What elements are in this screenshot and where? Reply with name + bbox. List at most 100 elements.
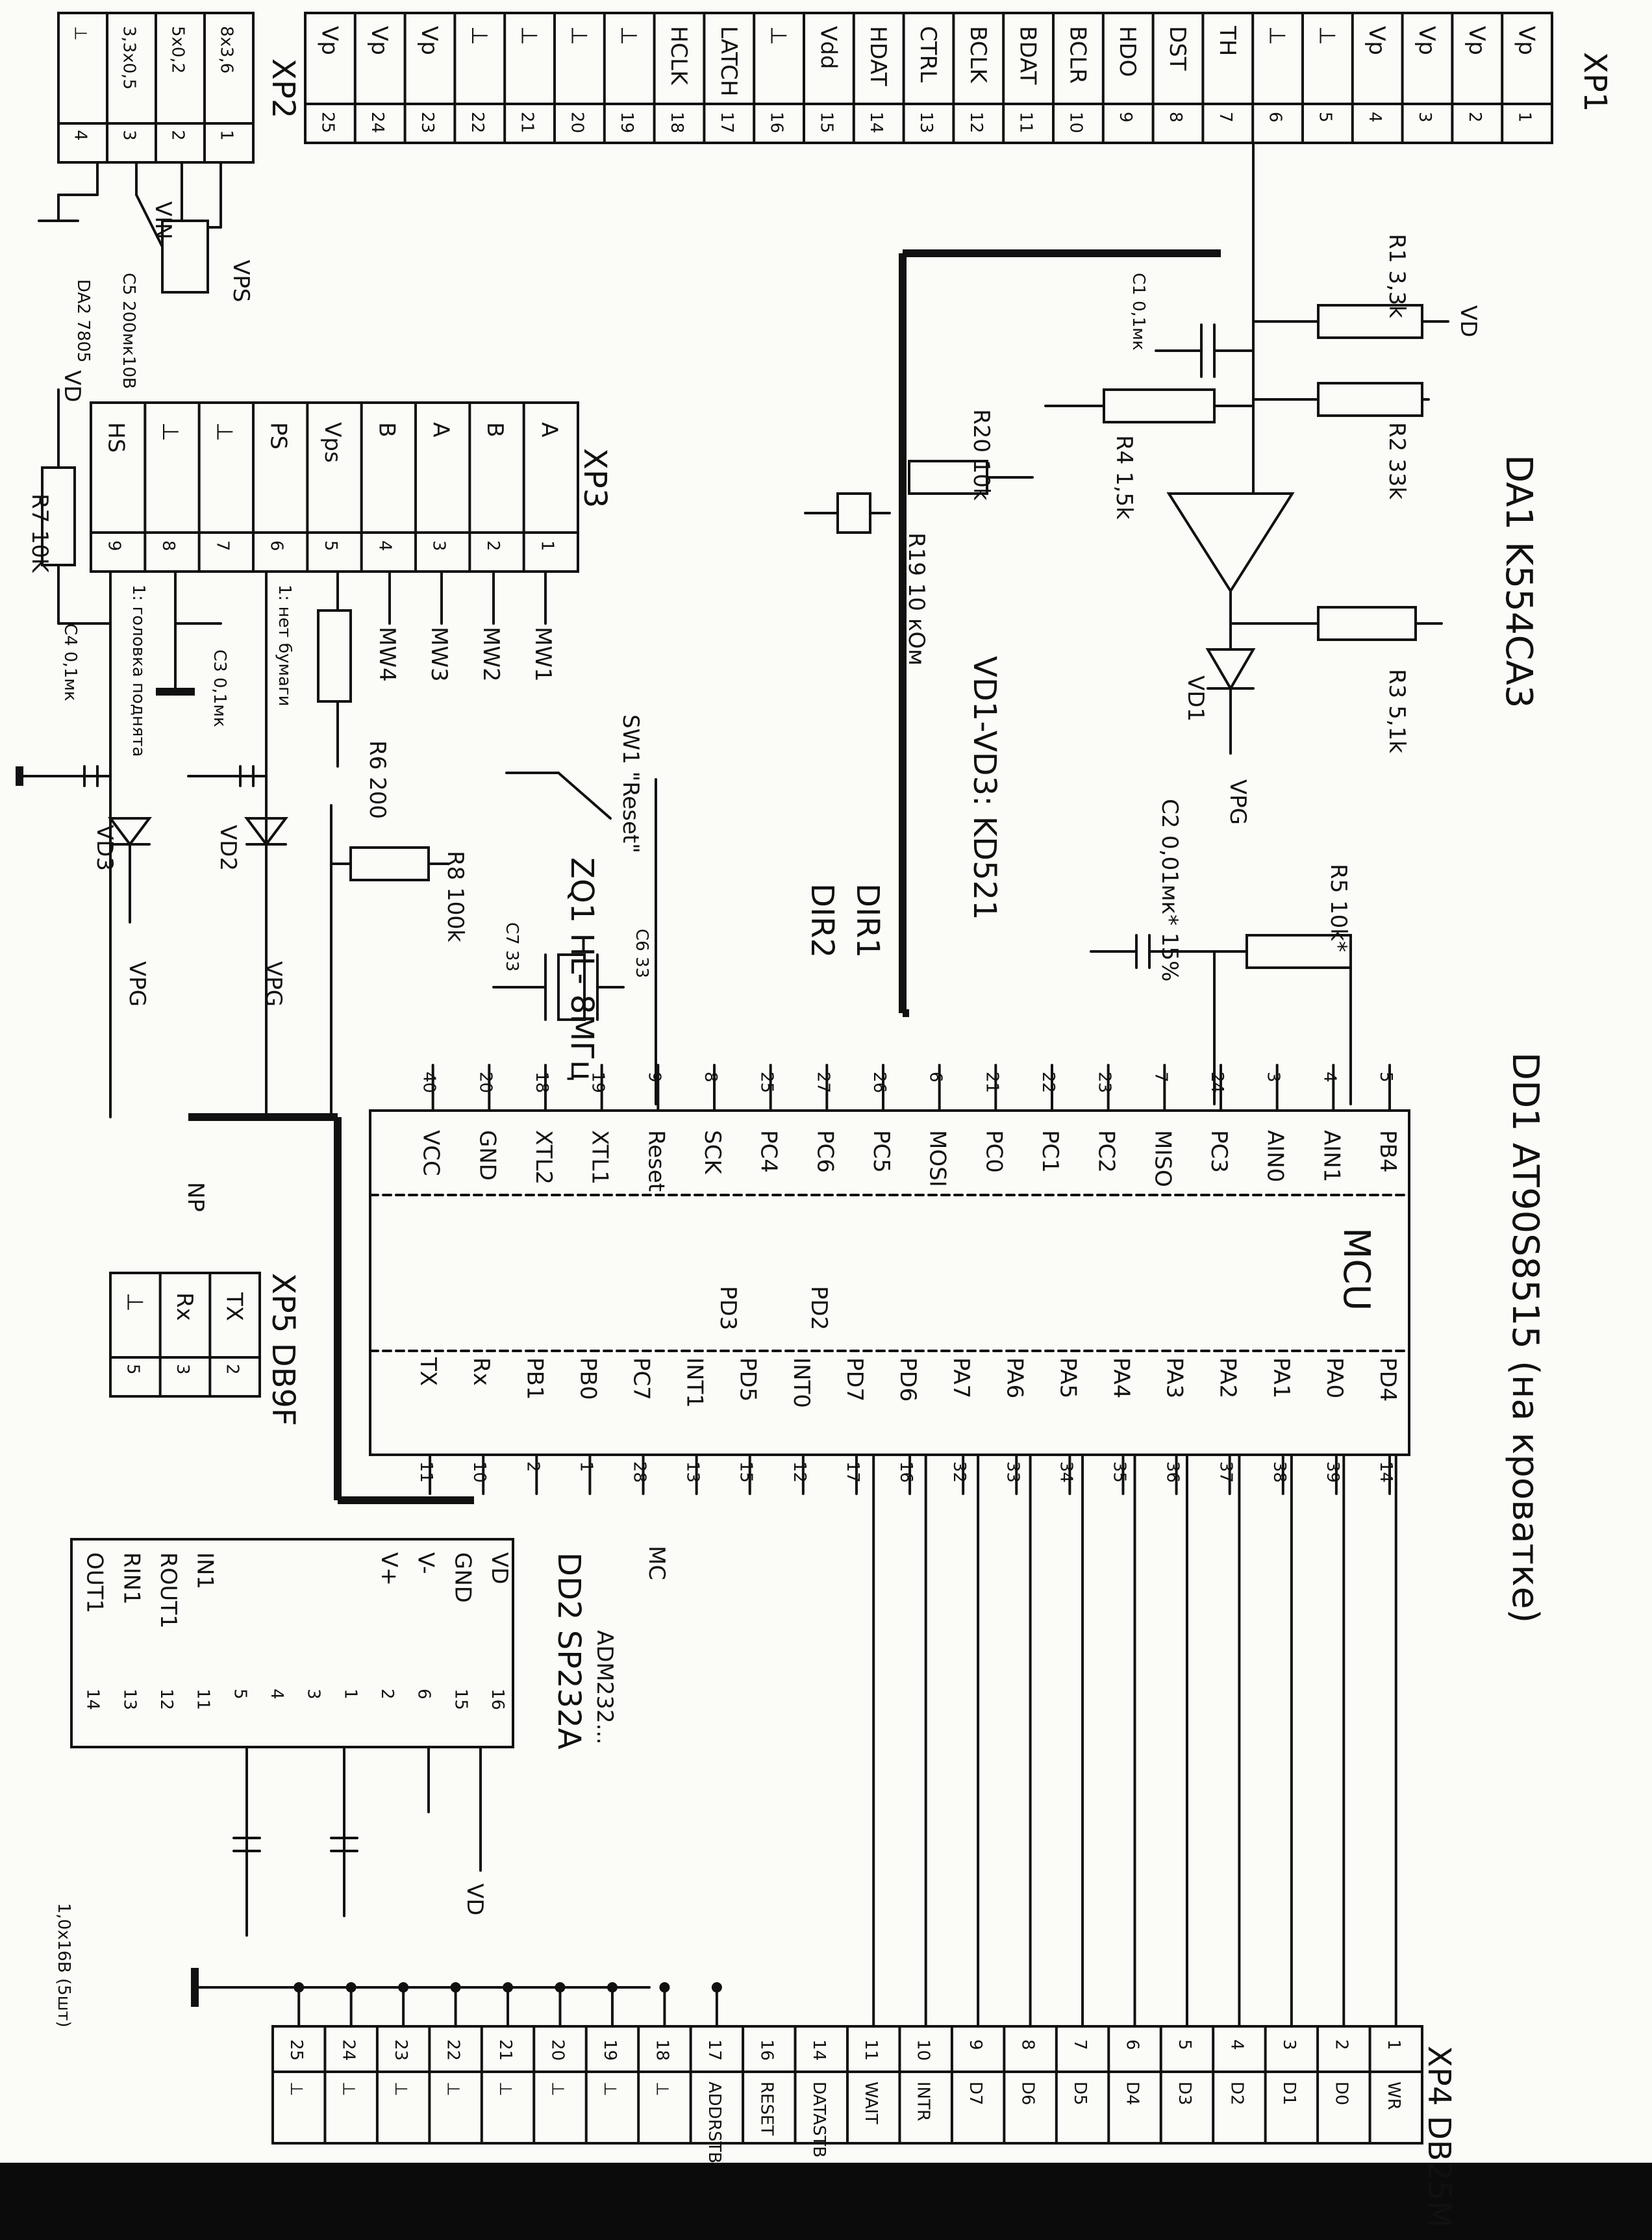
dd2-pinname-3: V- [413,1552,439,1574]
dd2-pinname-9: IN1 [192,1552,218,1589]
dd1-pinnum-l7: 22 [1038,1072,1058,1093]
dd1-pinnum-l10: 26 [870,1072,889,1093]
c6-label: C6 33 [632,929,651,978]
vd-net-r7: VD [59,370,85,402]
vd3-vpg: VPG [124,961,150,1007]
paper-note: 1: нет бумаги [275,585,294,707]
xp2-label-2: 5x0,2 [168,26,188,73]
xp2-pin-3: 3 [119,130,139,141]
xp1-label-15: Vdd [815,26,841,69]
mw1-label: MW1 [530,627,556,682]
dd1-pinnum-l3: 3 [1264,1072,1283,1083]
dd1-pinname-l3: AIN0 [1262,1130,1288,1182]
dd2-vd: VD [462,1883,488,1915]
xp4-pin-1: 1 [1384,2039,1403,2050]
dd1-pinname-l15: XTL1 [587,1130,613,1185]
gnd-junction-21 [345,1982,357,1993]
dd1-pinnum-r8: 33 [1003,1461,1022,1483]
xp1-label-21: ⊥ [516,26,542,45]
xp1-label-12: BCLK [965,26,991,84]
xp1-pin-11: 11 [1016,112,1036,133]
reg-label: DA2 7805 [73,279,93,362]
c5-label: C5 200мк10В [119,273,138,389]
dd2-pinnum-10: 12 [156,1689,176,1710]
xp4-pin-2: 2 [1331,2039,1351,2050]
vd1-label: VD1 [1183,675,1208,722]
dd1-pinname-r13: PD5 [735,1357,761,1402]
xp1-pin-16: 16 [767,112,786,133]
dd1-pinnum-l12: 25 [757,1072,777,1093]
xp1-pin-20: 20 [567,112,586,133]
dd1-pinname-r10: PD6 [895,1357,921,1402]
xp1-pin-2: 2 [1465,112,1484,123]
xp3-pin-6: 6 [267,540,286,551]
dd1-pinnum-r15: 28 [630,1461,649,1483]
xp2-pin-1: 1 [217,130,236,141]
xp1-label-23: Vp [416,26,442,55]
dd1-pinnum-r9: 32 [949,1461,969,1483]
dd1-pinnum-l15: 19 [588,1072,608,1093]
xp5-pin-1: 2 [223,1364,242,1375]
dd1-pinnum-r18: 10 [469,1461,489,1483]
dd2-pinnum-9: 11 [194,1689,213,1710]
r7-label: R7 10K [27,494,53,573]
sw1-label: SW1 "Reset" [618,714,644,853]
xp3-label-2: B [482,422,508,437]
scan-bottom-edge [0,2163,1652,2240]
xp1-label-16: ⊥ [766,26,792,45]
xp1-label-13: CTRL [915,26,941,82]
xp1-label-25: Vp [316,26,342,55]
oscillator-reset: ZQ1 HL- 8MГц SW1 "Reset" C7 33 C6 33 DIR… [492,714,886,1105]
xp1-pin-13: 13 [916,112,936,133]
r8-label: R8 100k [442,851,468,942]
dd1-pinnum-r1: 14 [1376,1461,1395,1483]
dd1-pinnum-r14: 13 [683,1461,703,1483]
xp1-label-8: DST [1164,26,1190,71]
dd2-title: DD2 SP232A [551,1552,587,1750]
dd1-pinname-l12: PC4 [756,1130,782,1173]
xp1-pin-12: 12 [966,112,986,133]
xp1-label-4: Vp [1364,26,1390,55]
gnd-junction-22 [294,1982,305,1993]
xp1-pin-22: 22 [468,112,487,133]
xp1-label-17: LATCH [716,26,742,96]
dd1-pinnum-r19: 11 [416,1461,436,1483]
xp5-pin-2: 3 [173,1364,192,1375]
xp4-label-16: ⊥ [600,2082,620,2096]
dd1-pinnum-l11: 27 [813,1072,832,1093]
dd1-pinname-r3: PA1 [1268,1357,1294,1398]
dd1-pinnum-l18: 40 [419,1072,439,1093]
dir2-label: DIR2 [804,883,840,958]
xp4-pin-18: 21 [495,2039,515,2061]
xp4-label-8: D6 [1018,2082,1038,2106]
xp1-pin-25: 25 [318,112,337,133]
xp1-label-20: ⊥ [566,26,592,45]
xp5-pin-3: 5 [123,1364,142,1375]
resistors-r19-r20: R20 10k R19 10 кОм VD1-VD3: KD521 [804,409,1034,920]
xp1-pin-9: 9 [1116,112,1135,123]
xp3-label-7: ⊥ [211,422,237,442]
dd1-pinnum-r16: 1 [576,1461,595,1472]
dd1-pinname-l17: GND [474,1130,500,1181]
dd1-pinnum-l16: 18 [532,1072,551,1093]
xp4-pin-5: 5 [1175,2039,1194,2050]
xp1-label-7: TH [1214,25,1240,56]
xp1-pin-21: 21 [518,112,537,133]
dd1-pinname-r18: Rx [468,1357,494,1386]
dd1-pinname-r4: PA2 [1215,1357,1241,1398]
dd1-pinname-l7: PC1 [1037,1130,1063,1173]
dd1-pinname-r11: PD7 [842,1357,868,1402]
dd1-pinnum-r2: 39 [1323,1461,1342,1483]
xp3-pin-3: 3 [429,540,449,551]
mc-net: MC [644,1546,670,1580]
xp1-label-14: HDAT [865,26,891,86]
dd2-pinname-4: V+ [376,1552,402,1586]
xp3-pin-8: 8 [158,540,178,551]
dd2-pinnum-2: 15 [451,1689,470,1710]
dd1-pinnum-r3: 38 [1270,1461,1289,1483]
xp4-label-2: D0 [1331,2082,1351,2106]
xp4-label-21: ⊥ [339,2082,358,2096]
r19-label: R19 10 кОм [903,533,929,666]
xp1-pin-23: 23 [418,112,437,133]
gnd-junction-18 [503,1982,514,1993]
